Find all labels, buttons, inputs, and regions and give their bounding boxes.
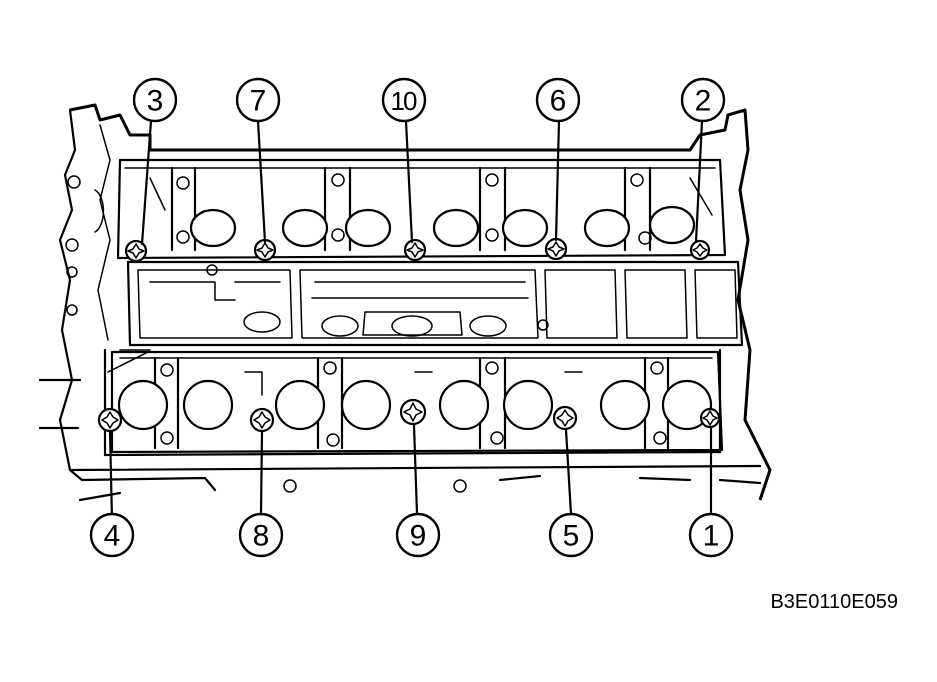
callout-4: 4: [89, 512, 135, 558]
upper-callouts: 3 7 10 6 2: [132, 77, 726, 123]
callout-8-label: 8: [253, 520, 270, 553]
callout-1: 1: [688, 512, 734, 558]
bolt-1-head: [699, 407, 721, 429]
callout-5: 5: [548, 512, 594, 558]
bolt-10-head: [403, 238, 427, 262]
callout-6: 6: [535, 77, 581, 123]
callout-2: 2: [680, 77, 726, 123]
callout-4-label: 4: [104, 520, 121, 553]
bolt-9-head: [399, 398, 427, 426]
callout-7-label: 7: [250, 85, 267, 118]
callout-3: 3: [132, 77, 178, 123]
figure-code: B3E0110E059: [770, 591, 898, 613]
callout-10-label: 10: [391, 86, 417, 116]
bolt-4-head: [97, 407, 123, 433]
head-bolts: [97, 237, 721, 433]
bolt-6-head: [544, 237, 568, 261]
callout-7: 7: [235, 77, 281, 123]
callout-6-label: 6: [550, 85, 567, 118]
callout-9: 9: [395, 512, 441, 558]
callout-3-label: 3: [147, 85, 164, 118]
bolt-3-head: [124, 239, 148, 263]
bolt-8-head: [249, 407, 275, 433]
callout-5-label: 5: [563, 520, 580, 553]
lower-callouts: 4 8 9 5 1: [89, 512, 734, 558]
callout-1-label: 1: [703, 520, 720, 553]
lower-camshaft-row: [110, 350, 724, 454]
callout-10: 10: [381, 77, 427, 123]
center-gasket-area: [107, 260, 744, 373]
leader-lines: [108, 119, 713, 521]
cylinder-head-outline: [38, 103, 772, 502]
bolt-5-head: [552, 405, 578, 431]
callout-9-label: 9: [410, 520, 427, 553]
callout-8: 8: [238, 512, 284, 558]
callout-2-label: 2: [695, 85, 712, 118]
bolt-7-head: [253, 238, 277, 262]
upper-camshaft-row: [116, 158, 727, 260]
bolt-2-head: [689, 239, 711, 261]
